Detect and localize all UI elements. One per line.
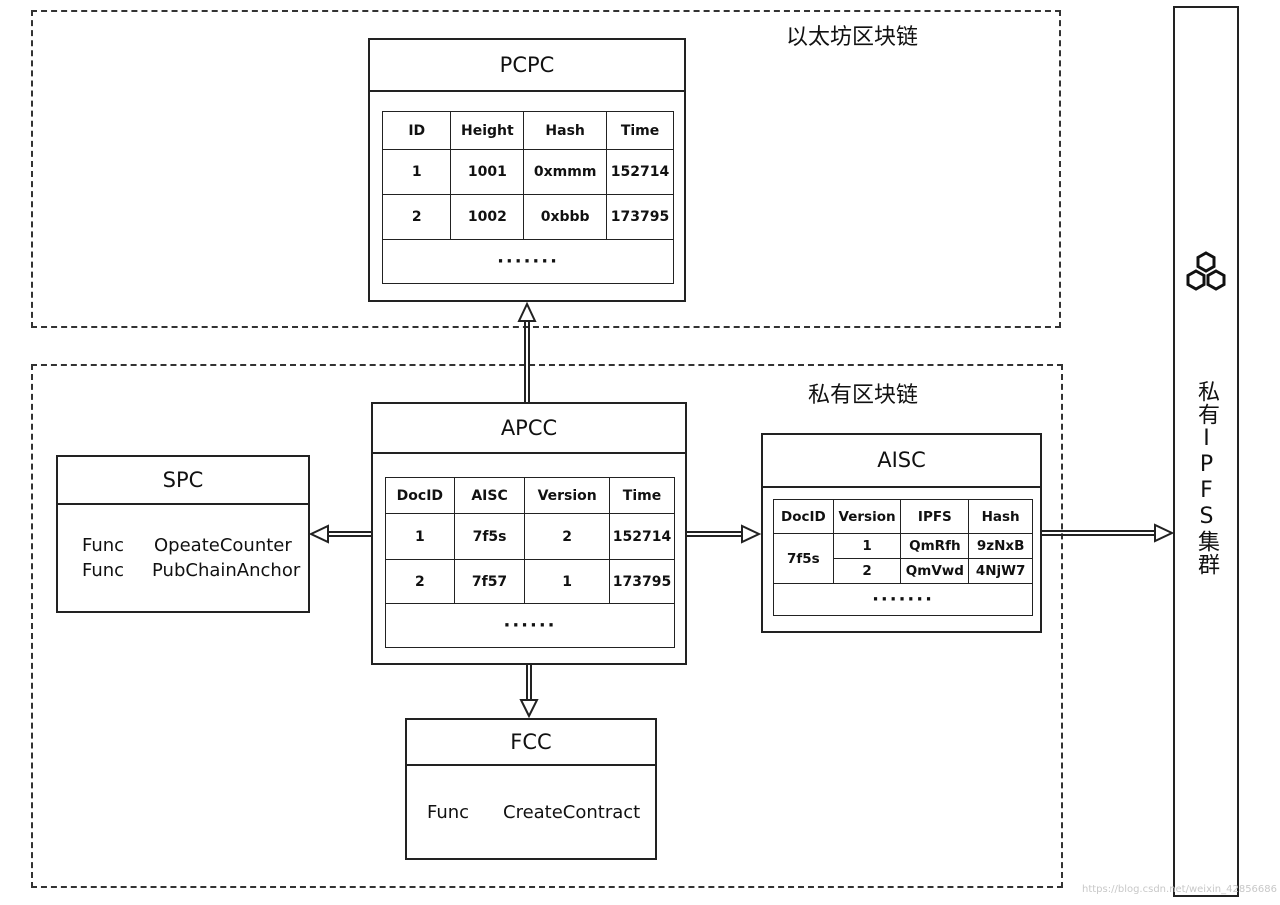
table-header-cell: DocID (773, 499, 834, 534)
table-cell: 0xmmm (523, 149, 608, 195)
arrow-apcc-to-pcpc (517, 301, 537, 402)
table-ellipsis-row: ······· (382, 239, 674, 284)
table-header-cell: ID (381, 111, 452, 150)
arrow-apcc-to-aisc (687, 524, 762, 544)
table-header-cell: Hash (968, 499, 1033, 534)
hexagon-cluster-icon (1186, 251, 1226, 291)
table-header-cell: DocID (385, 477, 455, 514)
pcpc-title: PCPC (370, 40, 684, 92)
table-cell: 7f5s (773, 533, 834, 584)
func-name: CreateContract (503, 802, 641, 823)
arrow-apcc-to-spc (308, 524, 371, 544)
table-row: 2 QmVwd 4NjW7 (774, 558, 1033, 584)
apcc-title: APCC (373, 404, 685, 454)
func-name: PubChainAnchor (152, 560, 301, 581)
private-region-title: 私有区块链 (808, 383, 919, 408)
table-cell: 4NjW7 (968, 558, 1033, 584)
aisc-table: DocID Version IPFS Hash 7f5s 1 QmRfh 9zN… (773, 499, 1033, 616)
ellipsis: ······ (385, 603, 675, 648)
apcc-box: APCC DocID AISC Version Time 1 7f5s 2 15… (371, 402, 687, 665)
func-keyword: Func (82, 535, 125, 556)
table-cell: 1 (385, 513, 455, 560)
private-blockchain-region (31, 364, 1063, 888)
table-cell: 7f5s (453, 513, 526, 560)
table-ellipsis-row: ······· (773, 583, 1033, 616)
ellipsis: ······· (773, 583, 1033, 616)
table-cell: 173795 (606, 194, 674, 240)
ethereum-blockchain-region (31, 10, 1061, 328)
aisc-box: AISC DocID Version IPFS Hash 7f5s 1 QmRf… (761, 433, 1042, 633)
ethereum-region-title: 以太坊区块链 (786, 25, 919, 50)
apcc-table: DocID AISC Version Time 1 7f5s 2 152714 … (385, 477, 675, 648)
table-row: 7f5s 1 QmRfh 9zNxB (773, 533, 1033, 584)
table-cell: 2 (385, 559, 455, 604)
func-keyword: Func (82, 560, 125, 581)
pcpc-table: ID Height Hash Time 1 1001 0xmmm 152714 … (381, 111, 674, 284)
aisc-title: AISC (763, 435, 1040, 488)
table-cell: 2 (381, 194, 452, 240)
table-header-cell: AISC (453, 477, 526, 514)
table-header-cell: Time (606, 111, 674, 150)
table-cell: 7f57 (453, 559, 526, 604)
table-row: 1 7f5s 2 152714 (385, 513, 675, 560)
pcpc-box: PCPC ID Height Hash Time 1 1001 0xmmm 15… (368, 38, 686, 302)
table-cell: 1 (524, 559, 611, 604)
table-header-cell: Time (609, 477, 675, 514)
ellipsis: ······· (382, 239, 674, 284)
spc-title: SPC (58, 457, 308, 505)
table-header-row: DocID AISC Version Time (385, 477, 675, 514)
table-row: 2 7f57 1 173795 (385, 559, 675, 604)
table-ellipsis-row: ······ (385, 603, 675, 648)
table-cell: 9zNxB (968, 533, 1033, 559)
func-keyword: Func (427, 802, 470, 823)
table-cell: 152714 (606, 149, 674, 195)
ipfs-cluster-column: 私有IPFS集群 (1173, 6, 1239, 897)
fcc-box: FCC Func CreateContract (405, 718, 657, 860)
table-header-row: ID Height Hash Time (381, 111, 674, 150)
table-header-cell: Version (832, 499, 902, 534)
table-header-cell: IPFS (900, 499, 970, 534)
arrow-apcc-to-fcc (519, 665, 539, 719)
table-cell: 152714 (609, 513, 675, 560)
table-row: 1 1001 0xmmm 152714 (381, 149, 674, 195)
watermark-text: https://blog.csdn.net/weixin_42856686 (1082, 884, 1278, 895)
table-cell: 2 (832, 558, 902, 584)
table-cell: QmRfh (900, 533, 970, 559)
ipfs-cluster-label: 私有IPFS集群 (1194, 380, 1219, 576)
table-header-row: DocID Version IPFS Hash (773, 499, 1033, 534)
table-cell: 173795 (609, 559, 675, 604)
func-name: OpeateCounter (154, 535, 292, 556)
fcc-title: FCC (407, 720, 655, 766)
arrow-aisc-to-ipfs (1042, 523, 1175, 543)
